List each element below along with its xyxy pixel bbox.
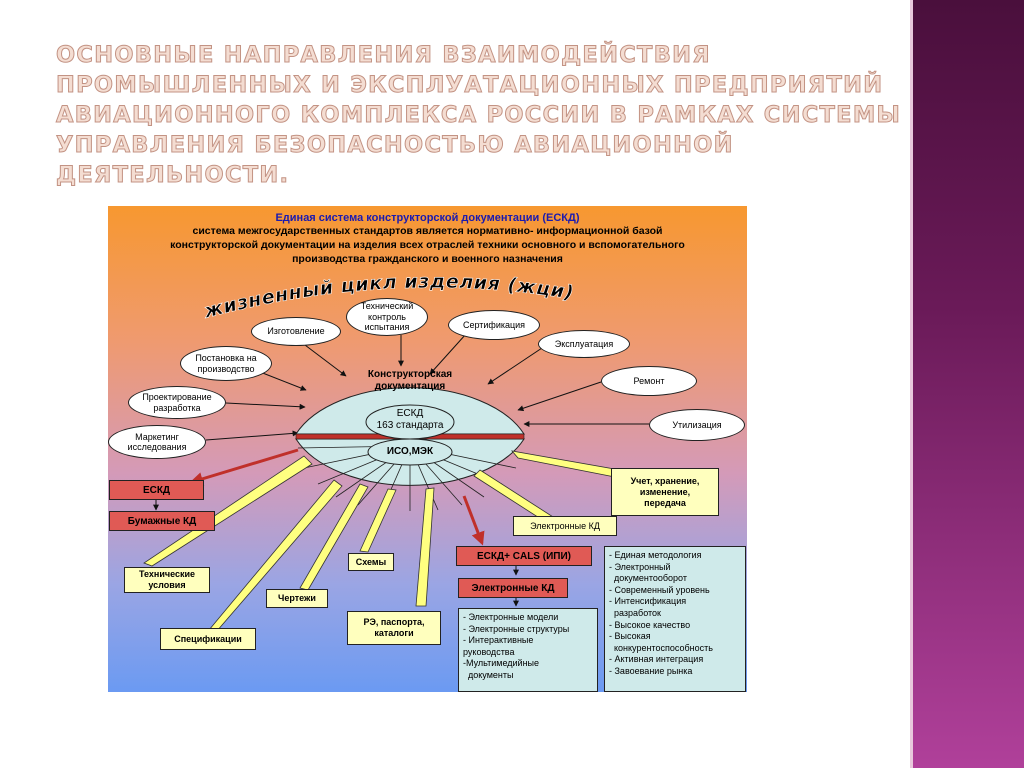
storage-line-1: Учет, хранение, <box>630 475 700 486</box>
iso-iec-label: ИСО,МЭК <box>386 446 434 457</box>
center-label-line-2: документация <box>374 381 446 392</box>
stage-design-line-2: разработка <box>153 402 201 413</box>
benefit-item: - Высокая <box>609 631 651 642</box>
benefit-item: - Электронный <box>609 561 671 572</box>
eskd-left-box: ЕСКД <box>109 480 204 500</box>
stage-tech-control-line-3: испытания <box>364 322 410 333</box>
benefit-item: - Современный уровень <box>609 584 710 595</box>
benefit-item: разработок <box>609 607 661 618</box>
electronic-features-list: - Электронные модели- Электронные структ… <box>458 608 598 692</box>
electronic-feature-item: - Электронные модели <box>463 612 559 622</box>
eskd-standards: ЕСКД 163 стандарта <box>358 408 462 432</box>
standards-count: 163 стандарта <box>376 420 444 431</box>
benefit-item: конкурентоспособность <box>609 642 713 653</box>
tech-conditions-line-2: условия <box>148 580 186 590</box>
diagram-graphics: жизненный цикл изделия (жци) <box>143 270 649 640</box>
yellow-connectors <box>143 450 621 640</box>
center-label-line-1: Конструкторская <box>367 369 453 380</box>
electronic-feature-item: -Мультимедийные <box>463 658 540 669</box>
eskd-cals-box: ЕСКД+ CALS (ИПИ) <box>456 546 592 566</box>
center-label: Конструкторская документация <box>330 369 490 393</box>
slide-title: ОСНОВНЫЕ НАПРАВЛЕНИЯ ВЗАИМОДЕЙСТВИЯ ПРОМ… <box>56 42 902 189</box>
benefit-item: - Активная интеграция <box>609 654 704 665</box>
box-arrows <box>153 500 519 607</box>
header-desc-line-1: система межгосударственных стандартов яв… <box>192 225 663 237</box>
decorative-sidebar <box>912 0 1024 768</box>
storage-line-3: передача <box>644 497 686 508</box>
electronic-feature-item: документы <box>463 669 514 680</box>
electronic-feature-item: руководства <box>463 646 515 657</box>
eskd-label: ЕСКД <box>396 408 424 419</box>
storage-box: Учет, хранение,изменение,передача <box>611 468 719 516</box>
stage-production-setup-line-2: производство <box>197 363 255 374</box>
stage-repair: Ремонт <box>601 366 697 396</box>
electronic-kd-top-box: Электронные КД <box>513 516 617 536</box>
schemes-box: Схемы <box>348 553 394 571</box>
electronic-feature-item: - Интерактивные <box>463 635 534 646</box>
electronic-feature-item: - Электронные структуры <box>463 623 570 634</box>
stage-disposal: Утилизация <box>649 409 745 441</box>
stage-certification: Сертификация <box>448 310 540 340</box>
stage-operation: Эксплуатация <box>538 330 630 358</box>
benefits-list: - Единая методология- Электронный докуме… <box>604 546 746 692</box>
re-passport-line-2: каталоги <box>374 628 414 638</box>
stage-tech-control-line-1: Технический <box>360 301 414 312</box>
storage-line-2: изменение, <box>639 486 691 497</box>
stage-tech-control-line-2: контроль <box>368 311 406 322</box>
paper-kd-box: Бумажные КД <box>109 511 215 531</box>
specifications-box: Спецификации <box>160 628 256 650</box>
header-title: Единая система конструкторской документа… <box>275 212 580 224</box>
stage-marketing-line-1: Маркетинг <box>135 431 179 442</box>
header-desc-line-2: конструкторской документации на изделия … <box>170 239 685 251</box>
sidebar-divider <box>910 0 913 768</box>
re-passport-box: РЭ, паспорта,каталоги <box>347 611 441 645</box>
benefit-item: - Завоевание рынка <box>609 665 693 676</box>
lifecycle-diagram: жизненный цикл изделия (жци) <box>108 206 747 692</box>
tech-conditions-line-1: Технические <box>138 569 196 579</box>
red-arrows <box>189 448 485 546</box>
benefit-item: - Высокое качество <box>609 619 691 630</box>
stage-marketing-line-2: исследования <box>127 442 187 452</box>
header-description: система межгосударственных стандартов яв… <box>108 224 747 266</box>
benefit-item: - Интенсификация <box>609 596 687 607</box>
benefit-item: - Единая методология <box>609 550 702 560</box>
electronic-kd-bottom-box: Электронные КД <box>458 578 568 598</box>
stage-manufacturing: Изготовление <box>251 317 341 346</box>
stage-design-line-1: Проектирование <box>142 392 212 402</box>
drawings-box: Чертежи <box>266 589 328 608</box>
header-desc-line-3: производства гражданского и военного наз… <box>292 253 563 265</box>
benefit-item: документооборот <box>609 573 687 584</box>
re-passport-line-1: РЭ, паспорта, <box>363 617 425 627</box>
stage-production-setup-line-1: Постановка на <box>195 353 257 363</box>
